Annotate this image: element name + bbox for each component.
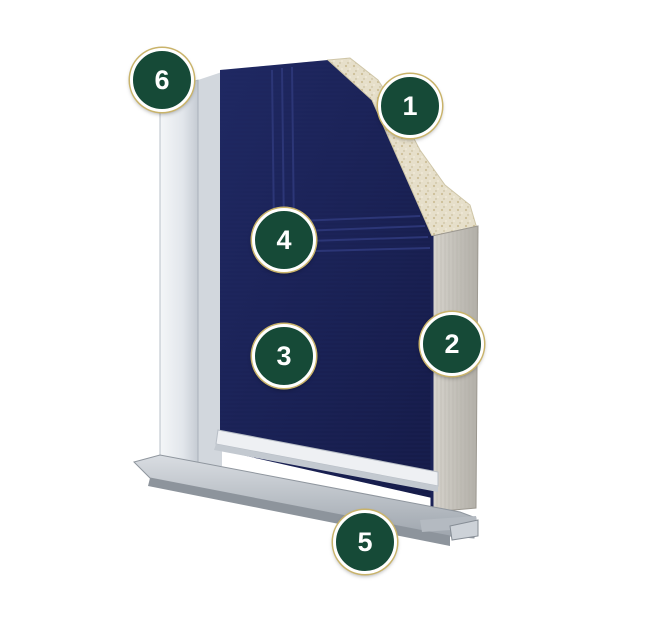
foam-core [326,57,479,237]
callout-badge-3: 3 [252,324,316,388]
callout-badge-4: 4 [252,208,316,272]
callout-badge-5: 5 [333,510,397,574]
door-panel [220,60,432,498]
callout-badge-6: 6 [130,48,194,112]
door-frame [159,72,222,481]
callout-badge-1: 1 [378,74,442,138]
callout-badge-2: 2 [420,312,484,376]
weather-bar [214,429,439,492]
